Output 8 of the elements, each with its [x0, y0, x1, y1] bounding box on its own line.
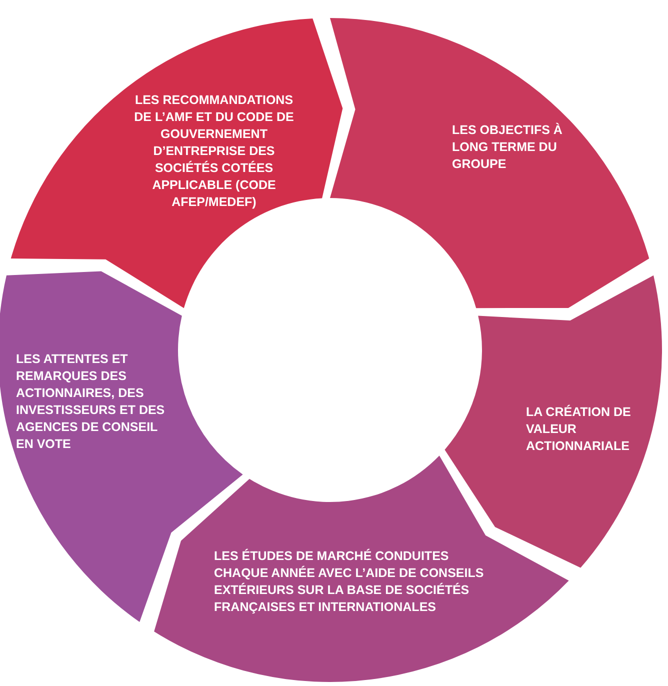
segment-label: LES ÉTUDES DE MARCHÉ CONDUITES CHAQUE ANNÉE AVEC L’AIDE DE CONSEILS EXTÉRIEURS SUR LA BASE DE SOCIÉTÉS FRANÇAISES ET INTERNATIONALES	[214, 548, 485, 616]
segment-label: LA CRÉATION DE VALEUR ACTIONNARIALE	[526, 404, 632, 455]
segment-label: LES OBJECTIFS À LONG TERME DU GROUPE	[452, 122, 564, 173]
cycle-arrow-segment	[154, 455, 569, 682]
segment-label: LES RECOMMANDATIONS DE L’AMF ET DU CODE DE GOUVERNEMENT D’ENTREPRISE DES SOCIÉTÉS COTÉES APPLICABLE (CODE AFEP/MEDEF)	[133, 92, 295, 211]
segment-label: LES ATTENTES ET REMARQUES DES ACTIONNAIRES, DES INVESTISSEURS ET DES AGENCES DE CONSEIL EN VOTE	[16, 351, 166, 453]
cycle-arrow-segment	[329, 18, 650, 309]
cycle-arrow-segment	[10, 18, 343, 309]
